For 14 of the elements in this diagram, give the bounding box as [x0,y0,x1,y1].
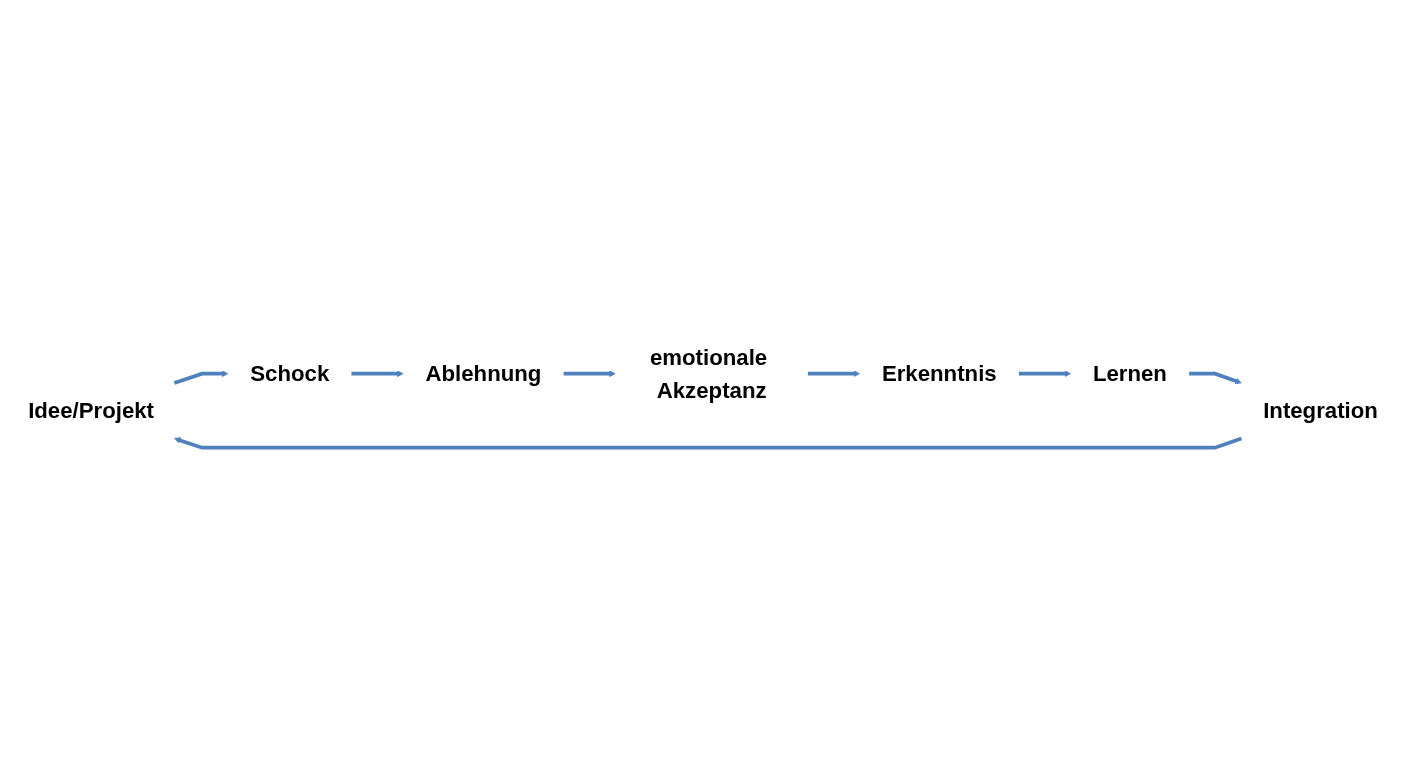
arrow [174,436,1242,450]
node-text: Schock [250,361,330,386]
node-text: emotionale Akzeptanz [649,344,768,403]
arrow [807,370,860,377]
node-text: Ablehnung [425,361,542,386]
node-text: Erkenntnis [881,361,997,386]
arrow [1018,370,1071,377]
arrow [563,370,616,377]
arrow [1189,371,1242,385]
node-text: Integration [1263,398,1378,423]
node-text: Idee/Projekt [28,398,155,423]
node-text: Lernen [1092,361,1167,386]
arrow [173,370,229,385]
arrow [351,370,404,377]
